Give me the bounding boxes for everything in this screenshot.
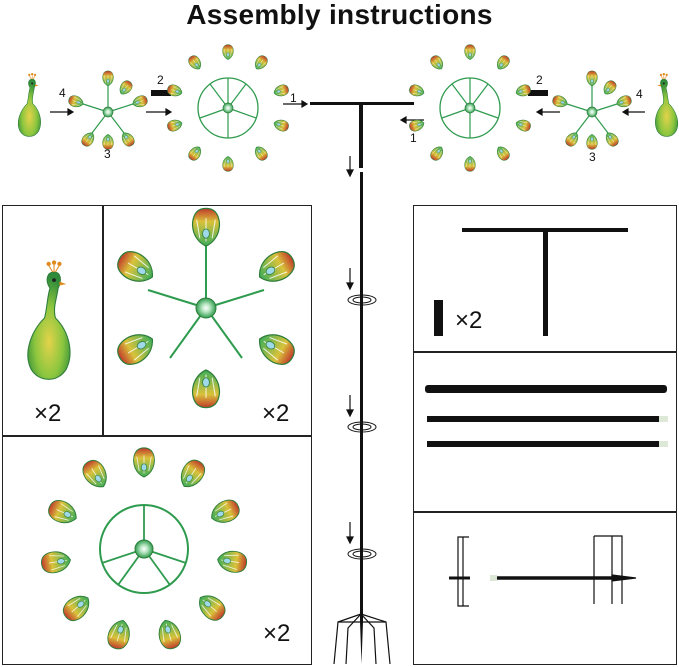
- panel-peacock-body: [2, 205, 104, 437]
- step-label-right-4: 4: [636, 87, 643, 101]
- large-wheel-icon-right: [407, 44, 533, 172]
- peacock-body-large: [27, 259, 71, 381]
- large-wheel-large: [39, 447, 249, 652]
- step-label-right-1: 1: [410, 131, 417, 145]
- qty-large-wheel: ×2: [263, 620, 291, 647]
- t-bar-part: [434, 228, 628, 336]
- panel-t-bar-connectors: [413, 205, 677, 353]
- qty-connector: ×2: [455, 307, 483, 334]
- step-label-left-4: 4: [59, 86, 66, 100]
- panel-small-wheel: [102, 205, 312, 437]
- stake-parts: [449, 535, 637, 607]
- panel-stake: [413, 511, 677, 665]
- panel-large-wheel: [2, 435, 312, 665]
- step-label-right-2: 2: [536, 73, 543, 87]
- step-label-right-3: 3: [589, 150, 596, 164]
- pole-assembly: [310, 102, 414, 665]
- qty-small-wheel: ×2: [262, 400, 290, 427]
- page-title: Assembly instructions: [186, 0, 493, 30]
- step-label-left-2: 2: [157, 73, 164, 87]
- small-wheel-large: [112, 207, 300, 409]
- large-wheel-icon: [165, 44, 291, 172]
- pole-parts: [425, 385, 668, 447]
- step-label-left-3: 3: [104, 147, 111, 161]
- step-label-left-1: 1: [290, 91, 297, 105]
- panel-poles: [413, 351, 677, 513]
- small-wheel-icon: [67, 70, 149, 150]
- qty-peacock-body: ×2: [34, 400, 62, 427]
- small-wheel-icon-right: [551, 70, 633, 150]
- peacock-body-icon-right: [654, 72, 679, 137]
- peacock-body-icon: [17, 72, 42, 137]
